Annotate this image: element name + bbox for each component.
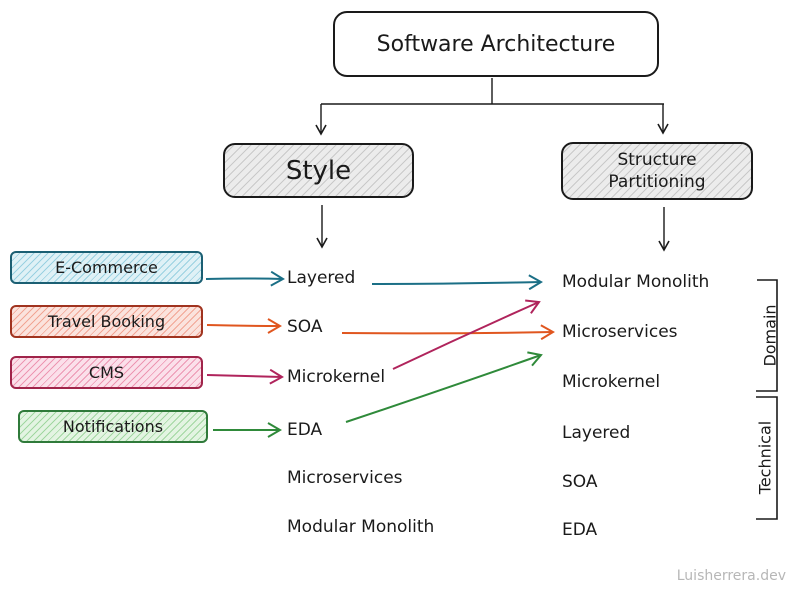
- system-ecommerce-label: E-Commerce: [55, 258, 158, 277]
- structure-item-layered: Layered: [562, 423, 631, 443]
- structure-item-modular-monolith: Modular Monolith: [562, 272, 710, 292]
- technical-bracket: [756, 396, 778, 520]
- arrow-ecommerce-layered: [205, 270, 285, 287]
- software-architecture-box: Software Architecture: [333, 11, 659, 77]
- structure-partitioning-box: Structure Partitioning: [561, 142, 753, 200]
- arrow-layered-modular-monolith: [371, 274, 543, 291]
- system-ecommerce: E-Commerce: [10, 251, 203, 284]
- arrow-cms-microkernel: [206, 368, 284, 385]
- style-item-soa: SOA: [287, 317, 323, 337]
- structure-title-line2: Partitioning: [608, 172, 706, 192]
- style-item-microservices: Microservices: [287, 468, 403, 488]
- system-travel-booking: Travel Booking: [10, 305, 203, 338]
- style-item-microkernel: Microkernel: [287, 367, 386, 387]
- arrow-eda-microservices: [345, 351, 543, 423]
- watermark-text: Luisherrera.dev: [676, 568, 786, 584]
- structure-item-microkernel: Microkernel: [562, 372, 661, 392]
- arrow-travel-soa: [206, 318, 282, 334]
- structure-title-line1: Structure: [617, 150, 697, 170]
- arrow-microkernel-modular-monolith: [392, 299, 541, 370]
- structure-item-microservices: Microservices: [562, 322, 678, 342]
- arrow-soa-microservices: [341, 324, 555, 341]
- style-title: Style: [285, 155, 352, 186]
- style-item-eda: EDA: [287, 420, 323, 440]
- style-item-layered: Layered: [287, 268, 356, 288]
- style-box: Style: [223, 143, 414, 198]
- system-cms-label: CMS: [88, 363, 125, 382]
- structure-item-eda: EDA: [562, 520, 598, 540]
- group-label-domain: Domain: [760, 304, 780, 367]
- system-travel-booking-label: Travel Booking: [47, 312, 166, 331]
- group-label-technical: Technical: [755, 420, 775, 495]
- system-notifications-label: Notifications: [62, 417, 164, 436]
- structure-item-soa: SOA: [562, 472, 598, 492]
- system-notifications: Notifications: [18, 410, 208, 443]
- domain-bracket: [756, 279, 778, 392]
- software-architecture-title: Software Architecture: [376, 31, 616, 57]
- system-cms: CMS: [10, 356, 203, 389]
- style-item-modular-monolith: Modular Monolith: [287, 517, 435, 537]
